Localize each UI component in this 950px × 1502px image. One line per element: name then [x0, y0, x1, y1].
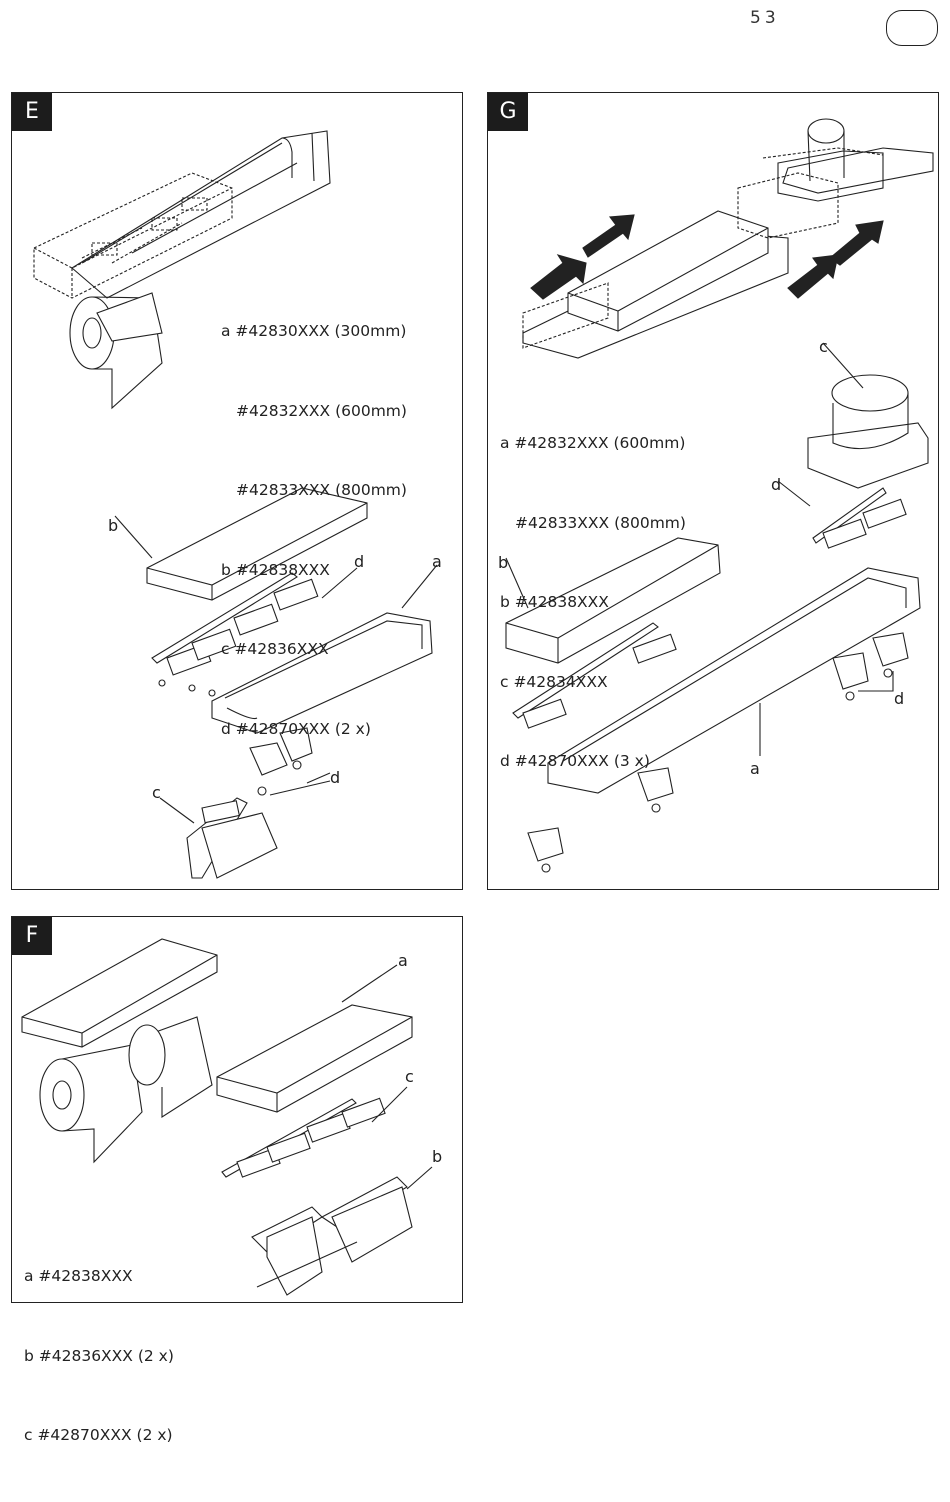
- panel-g-parts-list: a #42832XXX (600mm) #42833XXX (800mm) b …: [500, 377, 686, 828]
- parts-line: a #42838XXX: [24, 1267, 133, 1285]
- parts-line: b #42838XXX: [221, 560, 330, 579]
- panel-f-parts-list: a #42838XXX b #42836XXX (2 x) c #42870XX…: [24, 1210, 174, 1502]
- f-clips-c: [221, 1086, 408, 1178]
- parts-line: c #42836XXX: [221, 640, 329, 658]
- e-holder-c: [159, 797, 278, 879]
- callout-a: a: [750, 759, 760, 778]
- callout-d: d: [354, 552, 365, 571]
- g-cup-c: [807, 342, 929, 489]
- g-rail-a: [547, 567, 921, 794]
- e-rail-a: [211, 564, 438, 734]
- e-shelf-b: [114, 487, 368, 601]
- callout-b: b: [108, 516, 119, 535]
- panel-e: E a #42830XXX (300mm) #42832XXX (600mm) …: [11, 92, 463, 890]
- e-clips: [151, 567, 358, 697]
- panel-f-illustration: [21, 938, 433, 1296]
- panel-f-badge: F: [12, 917, 52, 955]
- panel-e-illustration: [33, 130, 438, 879]
- page-number: 53: [750, 8, 780, 28]
- panel-g-illustration: [505, 118, 934, 873]
- parts-line: #42832XXX (600mm): [236, 401, 407, 420]
- callout-d: d: [894, 689, 905, 708]
- g-top-assembly: [522, 118, 934, 359]
- e-rail-assembly: [33, 130, 331, 299]
- parts-line: a #42830XXX (300mm): [221, 322, 407, 340]
- f-holders-b: [251, 1166, 433, 1296]
- parts-line: c #42834XXX: [500, 672, 608, 691]
- callout-b: b: [498, 553, 509, 572]
- parts-line: b #42838XXX: [500, 593, 609, 611]
- callout-d: d: [330, 768, 341, 787]
- language-tab: [886, 10, 938, 46]
- parts-line: d #42870XXX (3 x): [500, 752, 650, 770]
- parts-line: #42833XXX (800mm): [515, 513, 686, 532]
- parts-line: a #42832XXX (600mm): [500, 434, 686, 452]
- panel-e-badge: E: [12, 93, 52, 131]
- e-brackets: [249, 727, 331, 796]
- panel-g: G a #42832XXX (600mm) #42833XXX (800mm) …: [487, 92, 939, 890]
- f-assembled-unit: [21, 938, 218, 1164]
- callout-b: b: [432, 1147, 443, 1166]
- parts-line: #42833XXX (800mm): [236, 481, 407, 499]
- parts-line: d #42870XXX (2 x): [221, 719, 371, 738]
- callout-c: c: [152, 783, 161, 802]
- g-shelf-b: [505, 537, 721, 664]
- callout-c: c: [405, 1067, 414, 1086]
- panel-e-parts-list: a #42830XXX (300mm) #42832XXX (600mm) #4…: [221, 265, 407, 795]
- panel-g-badge: G: [488, 93, 528, 131]
- parts-line: b #42836XXX (2 x): [24, 1346, 174, 1365]
- g-clips-left: [512, 622, 677, 729]
- callout-a: a: [398, 951, 408, 970]
- g-clips-right: [777, 480, 907, 549]
- callout-a: a: [432, 552, 442, 571]
- callout-d: d: [771, 475, 782, 494]
- callout-c: c: [819, 337, 828, 356]
- e-paper-roll: [69, 292, 163, 410]
- f-shelf-a: [216, 964, 413, 1113]
- g-brackets: [527, 632, 909, 873]
- panel-f: F a #42838XXX b #42836XXX (2 x) c #42870…: [11, 916, 463, 1444]
- parts-line: c #42870XXX (2 x): [24, 1426, 173, 1444]
